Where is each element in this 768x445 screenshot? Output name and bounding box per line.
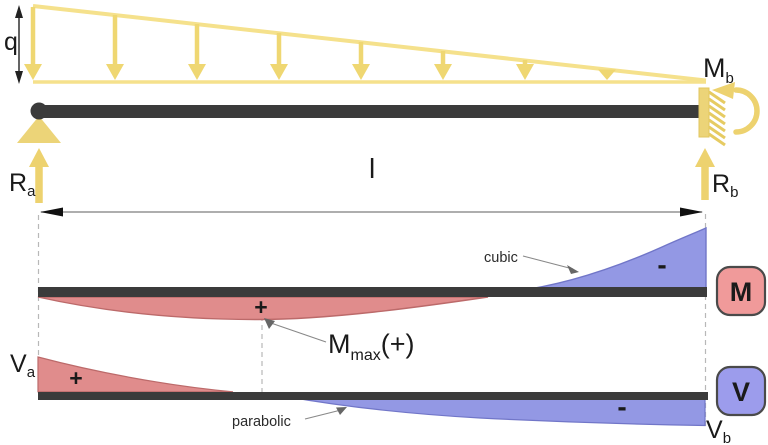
max-moment-label: Mmax(+) bbox=[328, 329, 414, 364]
shear-badge: V bbox=[715, 365, 767, 417]
shear-minus-sign: - bbox=[617, 391, 626, 422]
span-length-label: l bbox=[369, 153, 375, 184]
moment-diagram: + - cubic Mmax(+) M bbox=[37, 226, 767, 364]
end-moment-label: Mb bbox=[703, 53, 734, 87]
span-dimension: l bbox=[40, 153, 703, 217]
moment-negative-region bbox=[512, 226, 707, 293]
load-arrow bbox=[188, 24, 206, 80]
parabolic-leader-arrowhead-icon bbox=[336, 407, 347, 415]
parabolic-leader-line bbox=[304, 409, 342, 420]
moment-curve-note: cubic bbox=[484, 250, 518, 266]
fixed-support-icon bbox=[698, 87, 726, 147]
reaction-left-label: Ra bbox=[9, 169, 36, 200]
reaction-right-arrow-icon bbox=[695, 148, 715, 200]
load-arrow bbox=[516, 60, 534, 80]
load-arrow bbox=[270, 33, 288, 80]
reaction-right-label: Rb bbox=[712, 170, 738, 201]
moment-minus-sign: - bbox=[657, 249, 666, 280]
right-arrowhead-icon bbox=[680, 207, 703, 217]
load-top-edge bbox=[32, 4, 707, 83]
shear-negative-region bbox=[285, 395, 706, 427]
up-arrowhead-icon bbox=[15, 5, 23, 18]
load-intensity-dimension: q bbox=[4, 5, 23, 84]
load-arrow bbox=[106, 15, 124, 80]
load-intensity-label: q bbox=[4, 28, 18, 56]
load-arrows bbox=[24, 7, 616, 80]
distributed-load: q bbox=[4, 4, 707, 84]
reactions: Ra Rb bbox=[9, 148, 738, 203]
left-arrowhead-icon bbox=[40, 207, 63, 217]
moment-badge: M bbox=[715, 265, 767, 317]
beam-assembly: Mb bbox=[17, 53, 760, 147]
cubic-leader-line bbox=[522, 255, 574, 270]
load-arrow bbox=[434, 51, 452, 80]
shear-plus-sign: + bbox=[69, 365, 82, 391]
mmax-leader-arrowhead-icon bbox=[264, 318, 275, 329]
moment-arc-arrow-icon bbox=[712, 82, 760, 135]
shear-left-label: Va bbox=[10, 350, 36, 381]
pin-support-icon bbox=[17, 102, 61, 143]
cubic-leader-arrowhead-icon bbox=[567, 265, 579, 274]
reaction-left-arrow-icon bbox=[29, 148, 49, 203]
down-arrowhead-icon bbox=[15, 71, 23, 84]
shear-badge-letter: V bbox=[732, 377, 750, 407]
shear-right-label: Vb bbox=[706, 416, 731, 445]
shear-diagram: Va Vb + - parabolic V bbox=[10, 350, 767, 445]
moment-positive-region bbox=[37, 296, 489, 321]
load-arrow bbox=[24, 7, 42, 80]
moment-badge-letter: M bbox=[730, 277, 753, 307]
load-arrow bbox=[598, 69, 616, 80]
mmax-leader-line bbox=[267, 321, 327, 343]
shear-positive-region bbox=[37, 356, 234, 393]
load-arrow bbox=[352, 42, 370, 80]
shear-curve-note: parabolic bbox=[232, 414, 291, 430]
moment-plus-sign: + bbox=[254, 294, 267, 320]
